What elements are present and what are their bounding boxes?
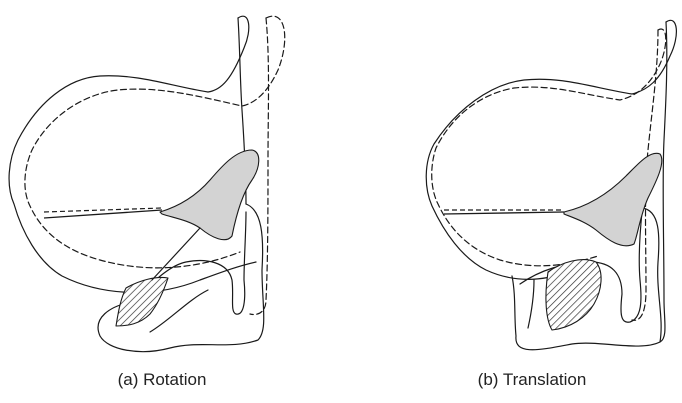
panel-b-solid-outline (426, 20, 676, 279)
panel-a-gray-region (160, 150, 259, 240)
panel-b-translation (426, 20, 676, 349)
panel-b-hatched-element (546, 260, 601, 330)
panel-a-ray-link (152, 228, 200, 280)
panel-a-rotation (9, 16, 285, 351)
panel-b-gray-region (564, 153, 662, 246)
panel-b-jaw-inner-2 (528, 280, 534, 328)
caption-translation: (b) Translation (412, 370, 652, 390)
panel-a-hatched-element (116, 277, 168, 326)
panel-a-jaw-solid (98, 204, 264, 352)
caption-rotation: (a) Rotation (42, 370, 282, 390)
panel-b-ray-solid (444, 212, 564, 214)
panel-a-solid-outline (9, 16, 256, 292)
